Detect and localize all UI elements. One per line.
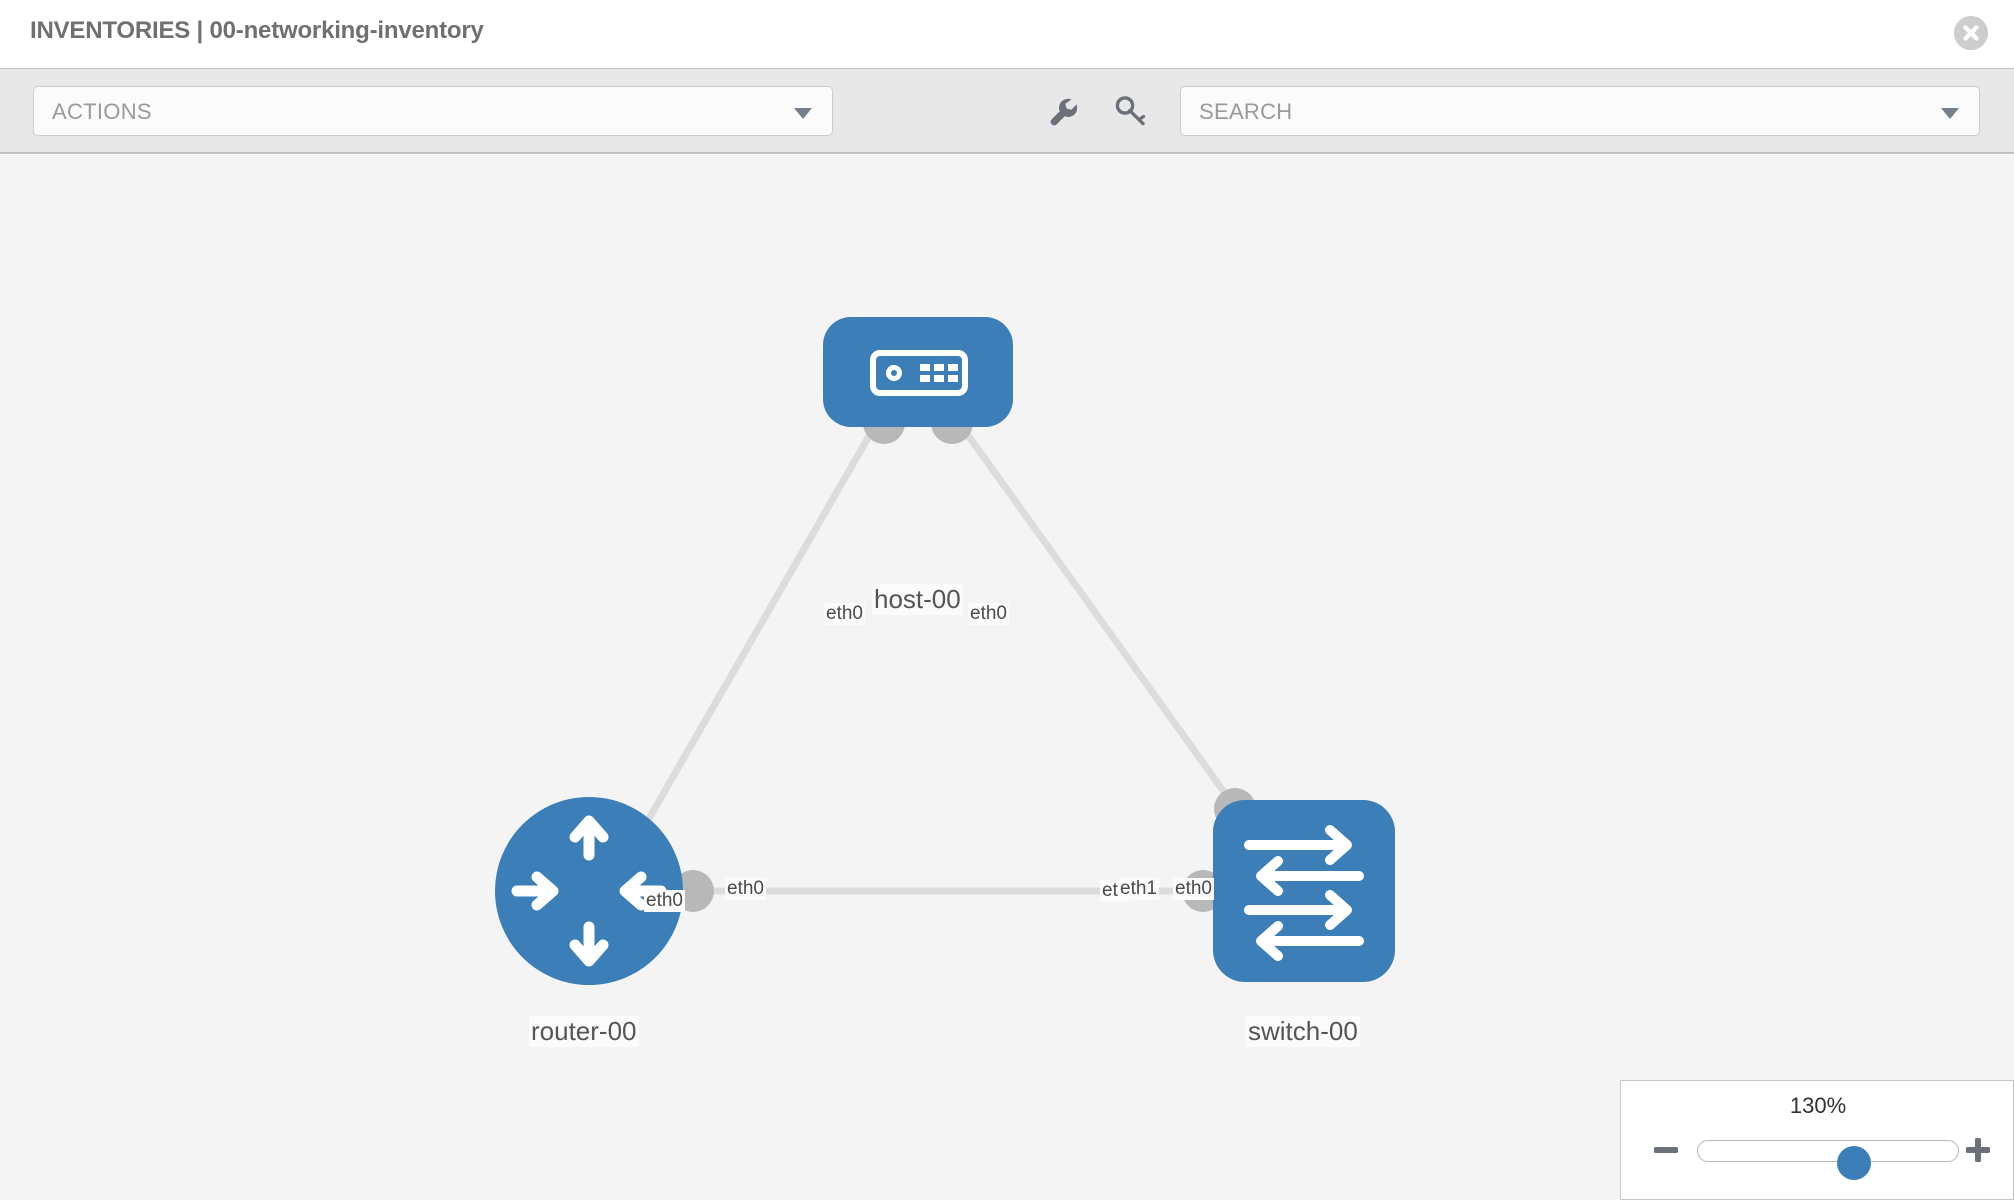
key-icon (1115, 96, 1146, 126)
topology-links (624, 414, 1265, 895)
wrench-button[interactable] (1042, 91, 1084, 133)
toolbar: ACTIONS SEARCH (0, 68, 2014, 154)
link-host-router[interactable] (624, 415, 884, 857)
node-host-00[interactable] (823, 317, 1013, 427)
topology-canvas[interactable]: host-00 router-00 switch-00 eth0 eth0 et… (0, 155, 2014, 1200)
node-router-00[interactable] (495, 797, 683, 985)
chevron-down-icon[interactable] (1941, 108, 1959, 119)
node-label-router-00: router-00 (529, 1016, 639, 1047)
zoom-out-button[interactable] (1651, 1135, 1681, 1165)
zoom-level-value: 130% (1789, 1093, 1847, 1118)
link-host-switch[interactable] (952, 414, 1265, 848)
zoom-slider-row (1621, 1129, 2014, 1180)
wrench-icon (1050, 98, 1078, 126)
node-label-switch-00: switch-00 (1246, 1016, 1360, 1047)
close-button[interactable] (1954, 16, 1988, 50)
close-circle-icon (1954, 16, 1988, 50)
interface-label-router-right: eth0 (725, 878, 766, 900)
key-button[interactable] (1110, 91, 1152, 133)
actions-dropdown-label: ACTIONS (52, 99, 152, 124)
switch-arrows-icon (1244, 825, 1364, 961)
search-input[interactable]: SEARCH (1180, 86, 1980, 136)
plus-icon (1966, 1138, 1990, 1162)
interface-label-switch-left-b: eth1 (1118, 878, 1159, 900)
minus-icon (1654, 1147, 1678, 1153)
topology-graph (495, 317, 1395, 985)
window-header: INVENTORIES | 00-networking-inventory (0, 0, 2014, 68)
search-placeholder: SEARCH (1199, 99, 1293, 124)
server-icon (870, 350, 968, 396)
zoom-in-button[interactable] (1963, 1135, 1993, 1165)
interface-label-host-left: eth0 (824, 603, 865, 625)
node-label-host-00: host-00 (872, 584, 963, 615)
zoom-slider-thumb[interactable] (1837, 1146, 1871, 1180)
node-switch-00[interactable] (1213, 800, 1395, 982)
chevron-down-icon (794, 108, 812, 119)
interface-label-switch-up: eth0 (1173, 878, 1214, 900)
zoom-control-panel: 130% (1620, 1080, 2014, 1200)
page-title: INVENTORIES | 00-networking-inventory (30, 17, 484, 44)
interface-label-router-up: eth0 (644, 890, 685, 912)
zoom-slider-track[interactable] (1697, 1140, 1959, 1180)
actions-dropdown[interactable]: ACTIONS (33, 86, 833, 136)
topology-interface-dots (672, 402, 1256, 912)
interface-label-host-right: eth0 (968, 603, 1009, 625)
